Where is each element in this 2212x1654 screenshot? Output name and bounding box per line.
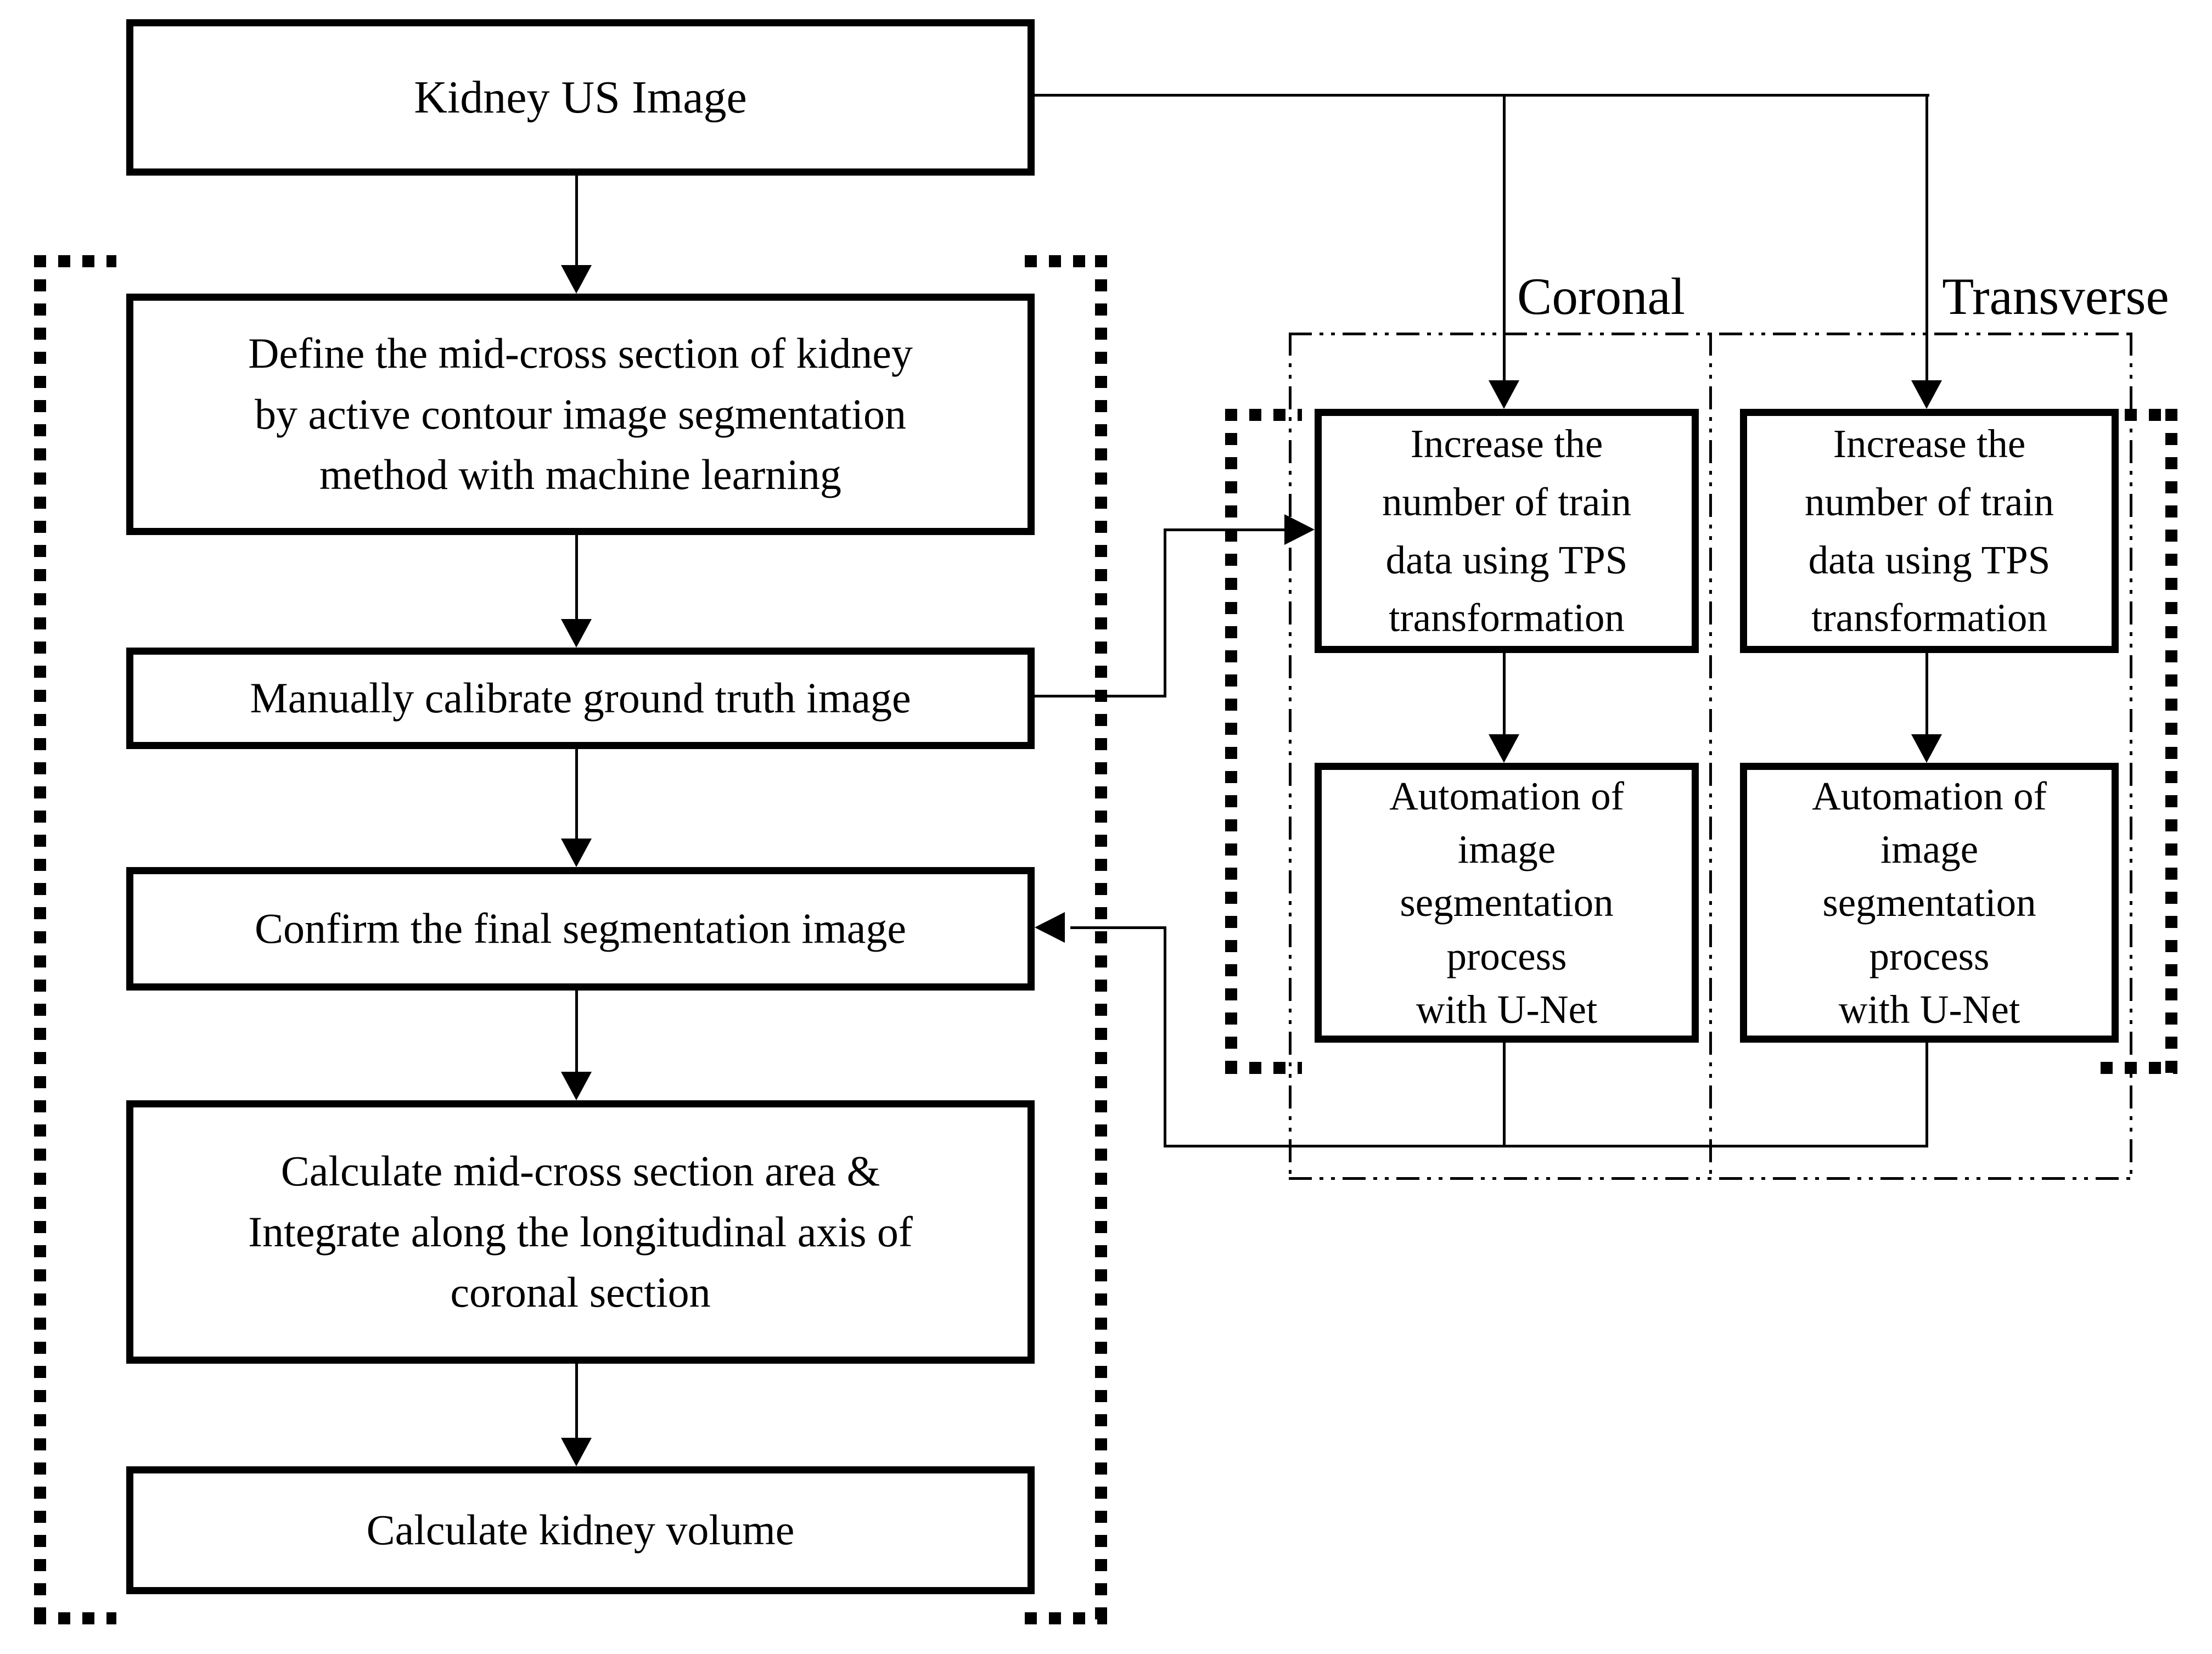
- dotted-frame-left-edge-left: [34, 255, 46, 1624]
- dashdot-frame-left: [1289, 333, 1292, 1180]
- flow-box-coronal-tps: Increase the number of train data using …: [1315, 409, 1699, 653]
- arrow-into-tps-icon: [1284, 514, 1315, 545]
- connector-box1-box2-line: [575, 175, 578, 267]
- flow-box-calculate-kidney-volume: Calculate kidney volume: [126, 1466, 1035, 1594]
- arrow-into-calculate-area-icon: [561, 1072, 592, 1100]
- dotted-frame-right-edge-right: [2165, 409, 2177, 1074]
- dotted-frame-right-stub-top-left: [1225, 409, 1302, 421]
- connector-transverse-tps-unet-line: [1925, 653, 1928, 734]
- transverse-label: Transverse: [1942, 267, 2169, 325]
- dotted-frame-left-edge-right: [1095, 255, 1107, 1624]
- flow-box-coronal-unet: Automation of image segmentation process…: [1315, 763, 1699, 1043]
- dashdot-frame-divider: [1709, 333, 1712, 1180]
- connector-calibrate-out-line: [1035, 695, 1166, 697]
- flow-box-kidney-us-image: Kidney US Image: [126, 19, 1035, 176]
- dotted-frame-left-stub-top-left: [34, 255, 116, 267]
- flow-box-confirm-final-segmentation: Confirm the final segmentation image: [126, 867, 1035, 991]
- connector-calibrate-up-line: [1164, 528, 1166, 697]
- flow-box-manually-calibrate: Manually calibrate ground truth image: [126, 648, 1035, 749]
- dotted-frame-right-stub-bottom-right: [2101, 1062, 2177, 1074]
- coronal-label: Coronal: [1517, 267, 1686, 325]
- connector-box2-box3-line: [575, 535, 578, 621]
- connector-coronal-unet-down-line: [1503, 1043, 1506, 1147]
- arrow-into-calibrate-icon: [561, 619, 592, 648]
- connector-transverse-unet-down-line: [1925, 1043, 1928, 1147]
- connector-coronal-drop-line: [1503, 94, 1506, 380]
- dashdot-frame-right: [2130, 333, 2132, 1180]
- arrow-into-define-icon: [561, 265, 592, 294]
- flow-box-transverse-tps: Increase the number of train data using …: [1740, 409, 2119, 653]
- arrow-into-transverse-unet-icon: [1911, 734, 1942, 763]
- flow-box-transverse-unet: Automation of image segmentation process…: [1740, 763, 2119, 1043]
- connector-merge-line: [1164, 1145, 1928, 1147]
- connector-merge-up-line: [1164, 927, 1166, 1147]
- connector-box3-box4-line: [575, 749, 578, 840]
- dotted-frame-left-stub-bottom-left: [34, 1612, 116, 1624]
- dotted-frame-right-edge-left: [1225, 409, 1237, 1074]
- dotted-frame-left-stub-top-right: [1025, 255, 1107, 267]
- arrow-into-confirm-from-unet-icon: [1035, 912, 1065, 943]
- dotted-frame-right-stub-bottom-left: [1225, 1062, 1302, 1074]
- dotted-frame-left-stub-bottom-right: [1025, 1612, 1107, 1624]
- arrow-into-coronal-unet-icon: [1489, 734, 1519, 763]
- connector-kidney-to-lanes-line: [1035, 94, 1929, 97]
- connector-box4-box5-line: [575, 991, 578, 1073]
- arrow-into-calculate-volume-icon: [561, 1438, 592, 1466]
- connector-coronal-tps-unet-line: [1503, 653, 1506, 734]
- flow-box-define-mid-cross-section: Define the mid-cross section of kidney b…: [126, 294, 1035, 535]
- dotted-frame-right-stub-top-right: [2101, 409, 2177, 421]
- arrow-into-transverse-tps-icon: [1911, 380, 1942, 409]
- connector-transverse-drop-line: [1925, 94, 1928, 380]
- connector-merge-in-line: [1070, 926, 1166, 929]
- connector-box5-box6-line: [575, 1364, 578, 1439]
- flow-box-calculate-mid-cross-area: Calculate mid-cross section area & Integ…: [126, 1100, 1035, 1364]
- connector-calibrate-in-line: [1164, 528, 1284, 531]
- arrow-into-confirm-icon: [561, 839, 592, 867]
- arrow-into-coronal-tps-icon: [1489, 380, 1519, 409]
